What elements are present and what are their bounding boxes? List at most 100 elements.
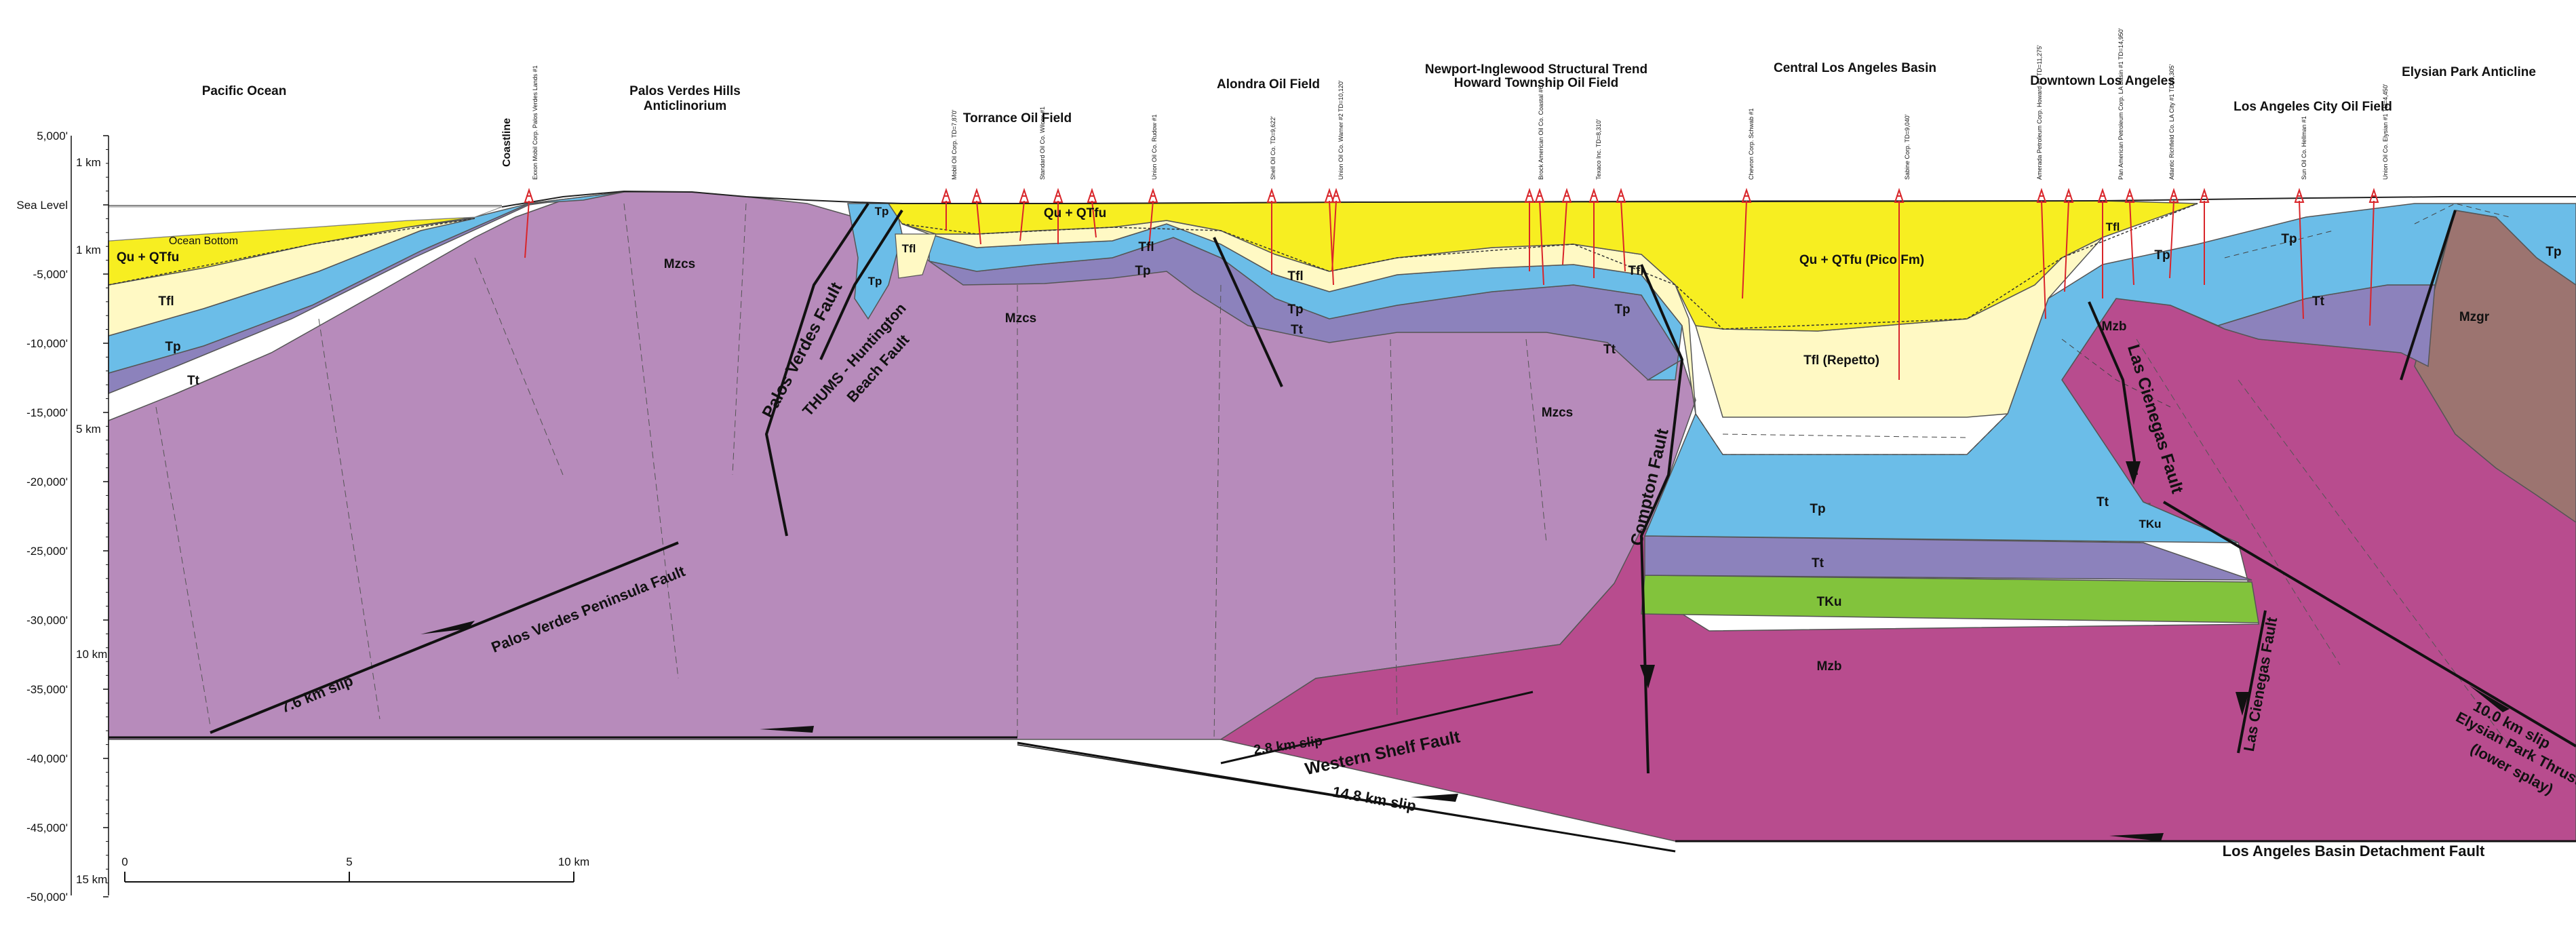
depth-label-8: -35,000' [26,683,68,696]
ground-surface [501,190,2576,208]
label-tp-downtown: Tp [2154,248,2170,263]
label-tfl-alondra: Tfl [1287,269,1303,284]
region-newport-1: Newport-Inglewood Structural Trend [1425,62,1647,77]
label-tfl-west: Tfl [158,294,174,309]
oil-well [2168,187,2179,279]
oil-well [2124,187,2135,286]
elysian-east-line [2400,210,2457,381]
region-torrance: Torrance Oil Field [963,111,1072,125]
scale-tick-0: 0 [121,855,128,868]
label-tt-west: Tt [187,374,200,388]
well-label: Sun Oil Co. Hellman #1 [2301,116,2307,180]
label-mzgr: Mzgr [2459,310,2490,324]
well-label: Union Oil Co. Elysian #1 TD=4,450' [2382,83,2389,180]
depth-label-0: 5,000' [37,130,68,142]
oil-well [1524,187,1535,271]
oil-well [1331,187,1342,272]
depth-label-11: -50,000' [26,891,68,904]
well-label: Union Oil Co. Warner #2 TD=10,120' [1338,80,1344,180]
unit-tfl-thums [895,233,937,279]
depth-label-6: -25,000' [26,545,68,558]
oil-well [1053,187,1063,244]
km-label-2: 5 km [76,423,101,436]
ocean-bottom-label: Ocean Bottom [169,235,238,247]
unit-tt-basin [1644,535,2252,581]
well-label: Mobil Oil Corp. TD=7,870' [951,109,958,180]
well-label: Standard Oil Co. Wilcox #1 [1039,107,1046,180]
unit-tku [1641,575,2259,623]
label-tku-downtown: TKu [2139,518,2161,530]
depth-label-1: Sea Level [16,199,68,212]
elysian-thrust-line [2162,501,2576,748]
oil-well [1534,187,1545,286]
depth-label-5: -20,000' [26,476,68,488]
slip-arrows [421,461,2510,841]
coastline-label: Coastline [501,118,513,167]
thums-fault-line [819,209,903,360]
km-label-3: 10 km [76,648,107,661]
oil-well [1741,187,1752,299]
label-mzcs-torrance: Mzcs [1005,311,1036,326]
oil-well [1019,187,1030,241]
label-mzb-basin: Mzb [1817,659,1842,674]
label-total-slip: 14.8 km slip [1331,783,1418,814]
label-tp-basin: Tp [1810,502,1825,516]
bedding-traces [1695,203,2510,455]
faults [210,202,2576,774]
oil-well [1616,187,1626,272]
well-label: Sabine Corp. TD=9,040' [1904,114,1911,180]
oil-well [2294,187,2305,320]
label-mzcs-newport: Mzcs [1542,406,1573,420]
label-tfl-repetto: Tfl (Repetto) [1803,353,1879,368]
well-label: Atlantic Richfield Co. LA City #1 TD=8,3… [2168,64,2175,180]
oil-well [1087,187,1097,238]
oil-well [1561,187,1572,265]
well-label: Brock American Oil Co. Coastal #6 [1538,85,1544,180]
km-label-1: 1 km [76,244,101,256]
label-tfl-downtown: Tfl [2106,220,2120,233]
label-tp-thums: Tp [875,205,889,218]
label-tp-torrance: Tp [1135,264,1150,278]
km-label-0: 1 km [76,156,101,169]
oil-well [971,187,982,245]
region-downtown: Downtown Los Angeles [2030,74,2175,88]
fold-traces [155,203,2510,747]
region-elysian: Elysian Park Anticline [2402,65,2536,79]
depth-label-3: -10,000' [26,337,68,350]
ocean [108,206,503,241]
las-cienegas-east-line [2237,610,2267,754]
label-tp-la-city: Tp [2281,232,2297,246]
label-tt-la-city: Tt [2312,294,2325,309]
oil-well [1894,187,1905,380]
label-tfl-thums: Tfl [902,242,916,255]
compton-fault-line [1639,264,1684,774]
km-label-4: 15 km [76,873,107,886]
depth-label-4: -15,000' [26,406,68,419]
label-tp-elysian: Tp [2545,245,2561,259]
label-detachment: Los Angeles Basin Detachment Fault [2223,843,2485,859]
label-mzb-downtown: Mzb [2102,320,2127,334]
well-label: Texaco Inc. TD=8,310' [1595,119,1602,180]
label-tp-west: Tp [165,340,180,354]
label-qu-west: Qu + QTfu [117,250,179,265]
region-la-city: Los Angeles City Oil Field [2233,100,2392,114]
label-tp-newport: Tp [1614,303,1630,317]
depth-axis: 5,000' Sea Level -5,000' -10,000' -15,00… [16,130,109,904]
scale-tick-5: 5 [346,855,352,868]
well-label: Amerada Petroleum Corp. Howard #1 TD=11,… [2036,45,2043,180]
label-tt-alondra: Tt [1291,323,1304,337]
label-qu-central: Qu + QTfu [1044,206,1106,220]
torrance-fault-line [1213,237,1283,387]
depth-label-9: -40,000' [26,752,68,765]
oil-well [941,187,952,231]
region-palos-verdes-1: Palos Verdes Hills [629,84,741,98]
detachment-faults [109,691,2576,853]
unit-tp-basin [1643,203,2576,543]
unit-qu-central [887,200,2198,332]
depth-label-2: -5,000' [33,268,68,281]
oil-well [1266,187,1277,275]
depth-label-10: -45,000' [26,821,68,834]
